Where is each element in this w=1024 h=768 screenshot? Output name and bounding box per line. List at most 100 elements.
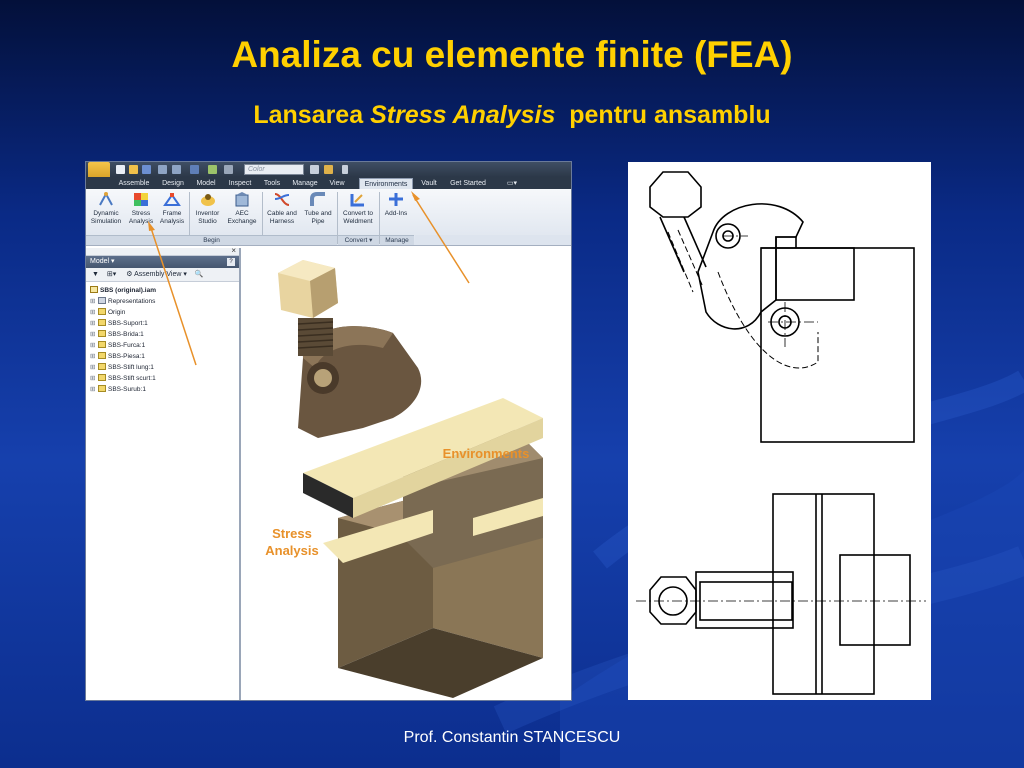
tube-and-pipe-icon (310, 192, 325, 206)
tree-item-label: SBS-Stift lung:1 (108, 364, 154, 371)
select-icon[interactable] (208, 165, 217, 174)
expand-icon[interactable]: ⊞ (90, 331, 96, 338)
tree-item-assembly[interactable]: SBS (original).iam (90, 285, 239, 296)
close-icon[interactable]: × (231, 246, 236, 255)
tree-item-label: SBS-Furca:1 (108, 342, 146, 349)
panel-separator (379, 192, 380, 244)
expand-icon[interactable]: ⊞ (90, 342, 96, 349)
add-ins-icon (389, 193, 403, 206)
browser-toolbar: ▼ ⊞▾ ⚙ Assembly View ▾ 🔍 (86, 268, 239, 282)
tab-inspect[interactable]: Inspect (228, 180, 252, 187)
tree-item-origin[interactable]: ⊞Origin (90, 307, 239, 318)
redo-icon[interactable] (172, 165, 181, 174)
slide-title: Analiza cu elemente finite (FEA) (231, 34, 793, 75)
help-icon[interactable]: ? (227, 258, 235, 266)
inventor-studio-label-1: Inventor (195, 210, 220, 217)
cable-and-harness-icon (274, 193, 290, 206)
tree-item-label: SBS-Surub:1 (108, 386, 146, 393)
inventor-studio-button[interactable]: Inventor Studio (191, 191, 224, 233)
stress-analysis-icon (134, 193, 148, 206)
frame-analysis-label-1: Frame (162, 210, 182, 217)
stress-analysis-label-2: Analysis (128, 218, 154, 225)
save-icon[interactable] (142, 165, 151, 174)
tree-item-part[interactable]: ⊞ SBS-Surub:1 (90, 384, 239, 395)
add-ins-label: Add-Ins (384, 210, 408, 217)
tree-item-label: SBS-Stift scurt:1 (108, 375, 156, 382)
expand-icon[interactable]: ⊞ (90, 320, 96, 327)
cable-and-harness-button[interactable]: Cable and Harness (264, 191, 300, 233)
open-icon[interactable] (129, 165, 138, 174)
expand-icon[interactable]: ⊞ (90, 309, 96, 316)
tube-and-pipe-button[interactable]: Tube and Pipe (301, 191, 335, 233)
tree-item-part[interactable]: ⊞ SBS-Piesa:1 (90, 351, 239, 362)
convert-to-weldment-label-2: Weldment (343, 218, 373, 225)
color-dropdown[interactable]: Color (244, 164, 304, 175)
measure-icon[interactable] (324, 165, 333, 174)
tab-manage[interactable]: Manage (292, 180, 318, 187)
panel-label-begin: Begin (86, 235, 337, 245)
more-icon[interactable] (342, 165, 348, 174)
part-icon (98, 330, 106, 337)
browser-close-bar: × (86, 246, 239, 256)
tree-item-part[interactable]: ⊞ SBS-Furca:1 (90, 340, 239, 351)
subtitle-prefix: Lansarea (253, 101, 371, 129)
add-ins-button[interactable]: Add-Ins (381, 191, 411, 233)
new-icon[interactable] (116, 165, 125, 174)
subtitle-suffix: pentru ansamblu (555, 101, 771, 129)
graphics-viewport[interactable]: Environments Stress Analysis (243, 248, 572, 701)
panel-separator (337, 192, 338, 244)
browser-title[interactable]: Model ▾ (90, 258, 115, 265)
tube-and-pipe-label-1: Tube and (304, 210, 332, 217)
tree-item-part[interactable]: ⊞SBS-Brida:1 (90, 329, 239, 340)
tab-model[interactable]: Model (196, 180, 216, 187)
filter-icon[interactable]: ▼ (92, 271, 99, 278)
expand-icon[interactable]: ⊞ (90, 375, 96, 382)
cable-and-harness-label-2: Harness (269, 218, 295, 225)
undo-icon[interactable] (158, 165, 167, 174)
assembly-3d-model[interactable] (243, 248, 572, 701)
tab-view[interactable]: View (329, 180, 345, 187)
part-icon (98, 352, 106, 359)
quick-access-toolbar: PRO Color (86, 162, 571, 189)
find-icon[interactable]: 🔍 (194, 271, 204, 278)
tab-vault[interactable]: Vault (421, 180, 437, 187)
stress-analysis-button[interactable]: Stress Analysis (126, 191, 156, 233)
assembly-view-label: Assembly View (134, 271, 182, 278)
tab-get-started[interactable]: Get Started (450, 180, 486, 187)
tree-item-label: SBS-Piesa:1 (108, 353, 145, 360)
tree-item-part[interactable]: ⊞ SBS-Stift lung:1 (90, 362, 239, 373)
dynamic-simulation-button[interactable]: Dynamic Simulation (87, 191, 125, 233)
aec-exchange-label-1: AEC (235, 210, 249, 217)
tree-item-part[interactable]: ⊞SBS-Suport:1 (90, 318, 239, 329)
expand-icon[interactable]: ⊞ (90, 298, 96, 305)
expand-icon[interactable]: ⊞ (90, 353, 96, 360)
assembly-view-dropdown[interactable]: ⚙ Assembly View ▾ (126, 271, 187, 278)
panel-label-manage: Manage (380, 235, 414, 245)
slide-subtitle: Lansarea Stress Analysis pentru ansamblu (0, 101, 1024, 130)
stress-analysis-label-1: Stress (131, 210, 151, 217)
representations-icon (98, 297, 106, 304)
expand-icon[interactable]: ⊞ (90, 364, 96, 371)
frame-analysis-button[interactable]: Frame Analysis (157, 191, 187, 233)
tree-item-part[interactable]: ⊞ SBS-Stift scurt:1 (90, 373, 239, 384)
tree-item-representations[interactable]: ⊞Representations (90, 296, 239, 307)
tab-tools[interactable]: Tools (263, 180, 281, 187)
grounded-part-icon (98, 319, 106, 326)
part-icon (98, 341, 106, 348)
assembly-icon (90, 286, 98, 293)
tab-overflow-icon[interactable]: ▭▾ (506, 180, 518, 187)
convert-to-weldment-button[interactable]: Convert to Weldment (339, 191, 377, 233)
panel-label-convert[interactable]: Convert ▾ (338, 235, 379, 245)
tab-design[interactable]: Design (162, 180, 184, 187)
return-icon[interactable] (190, 165, 199, 174)
expand-icon[interactable]: ⊞ (90, 386, 96, 393)
tab-assemble[interactable]: Assemble (118, 180, 150, 187)
ribbon-panel: Dynamic Simulation Stress Analysis Frame… (86, 189, 571, 246)
aec-exchange-button[interactable]: AEC Exchange (225, 191, 259, 233)
fx-icon[interactable] (310, 165, 319, 174)
update-icon[interactable] (224, 165, 233, 174)
model-browser: × Model ▾ ? ▼ ⊞▾ ⚙ Assembly View ▾ 🔍 SBS… (86, 246, 241, 700)
panel-separator (189, 192, 190, 244)
view-options-icon[interactable]: ⊞▾ (106, 271, 117, 278)
tab-environments[interactable]: Environments (359, 178, 413, 189)
